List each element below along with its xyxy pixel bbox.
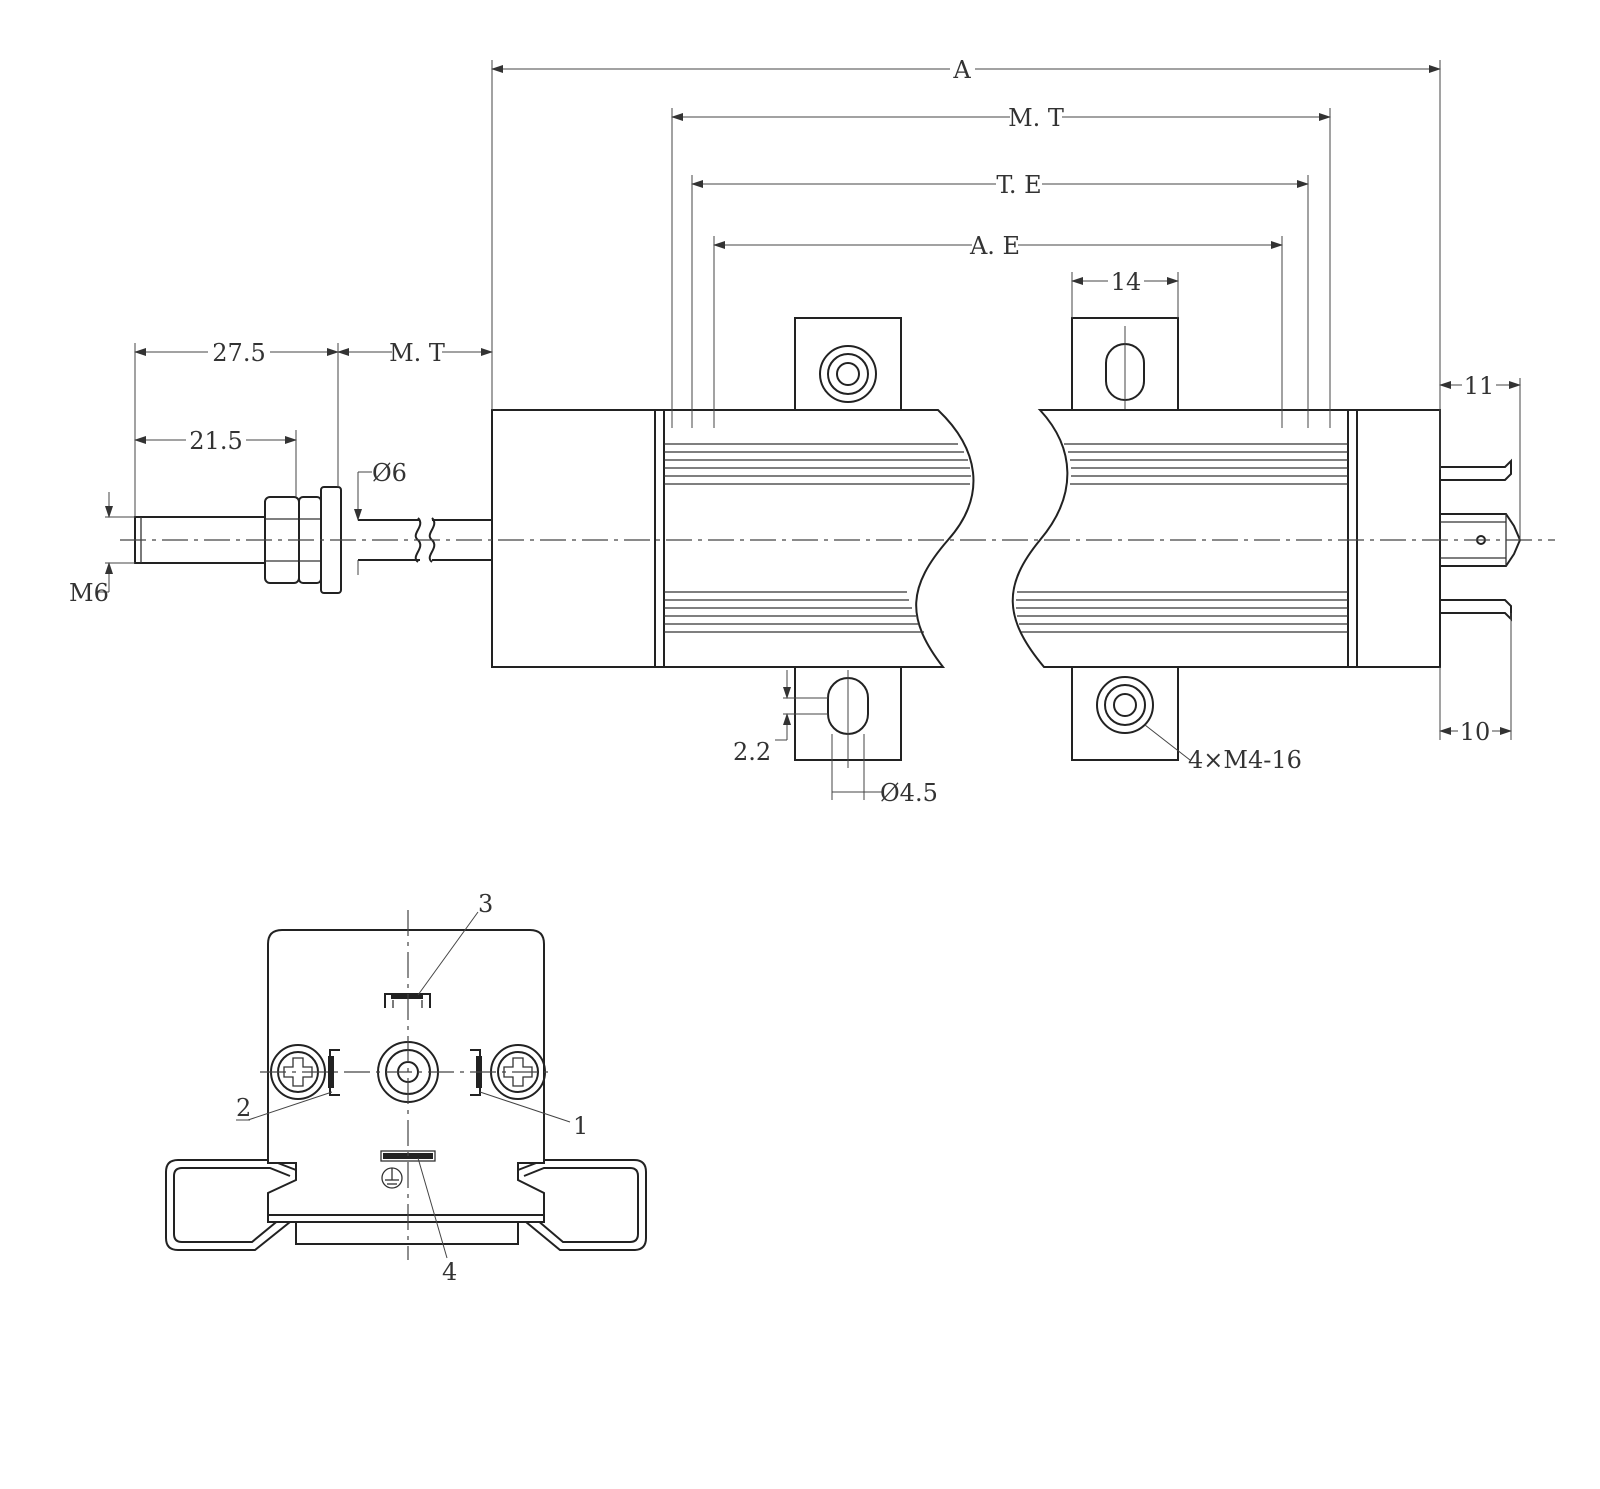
- dimension-21-5: 21.5: [134, 427, 297, 497]
- pin-2-label: 2: [236, 1094, 251, 1122]
- dimension-diameter-6: Ø6: [354, 459, 407, 575]
- dimension-ae-label: A. E: [969, 232, 1020, 260]
- dimension-14: 14: [1071, 268, 1179, 318]
- dimension-mt-left: M. T: [337, 339, 493, 367]
- dimension-27-5-label: 27.5: [212, 339, 265, 367]
- dimension-11: 11: [1439, 372, 1521, 540]
- connector-housing: [267, 929, 545, 1223]
- mount-bracket-top-left: [794, 317, 902, 411]
- dimension-mt-top-label: M. T: [1008, 104, 1064, 132]
- mount-bracket-top-right: [1071, 317, 1179, 418]
- dimension-diameter-4-5-label: Ø4.5: [880, 779, 938, 807]
- dimension-m6: M6: [69, 492, 135, 607]
- side-view: A M. T T. E A. E 14: [69, 56, 1555, 807]
- dimension-2-2: 2.2: [733, 670, 828, 766]
- sensor-body-right: [1011, 409, 1441, 668]
- dimension-mt-top: M. T: [671, 104, 1331, 428]
- ground-icon: [381, 1167, 403, 1189]
- pin-label-3: 3: [417, 890, 493, 996]
- pin-label-2: 2: [236, 1091, 333, 1122]
- pin-4-label: 4: [442, 1258, 457, 1286]
- pin-label-4: 4: [417, 1157, 457, 1286]
- dimension-diameter-6-label: Ø6: [372, 459, 407, 487]
- dimension-10: 10: [1439, 613, 1512, 746]
- spring-clip-left: [165, 1159, 297, 1251]
- push-rod: [358, 517, 492, 563]
- dimension-ae: A. E: [713, 232, 1283, 428]
- dimension-a: A: [491, 56, 1441, 470]
- dimension-a-label: A: [952, 56, 971, 84]
- dimension-mt-left-label: M. T: [389, 339, 445, 367]
- dimension-te-label: T. E: [996, 171, 1041, 199]
- dimension-m6-label: M6: [69, 579, 109, 607]
- bottom-rail: [295, 1221, 519, 1245]
- callout-screws-label: 4×M4-16: [1188, 746, 1302, 774]
- terminal-2: [328, 1049, 340, 1096]
- callout-screws: 4×M4-16: [1144, 724, 1302, 774]
- mount-bracket-bottom-left: [794, 664, 902, 768]
- spring-clip-right: [517, 1159, 647, 1251]
- dimension-2-2-label: 2.2: [733, 738, 771, 766]
- dimension-27-5: 27.5: [134, 339, 339, 517]
- end-view: 3 2 1 4: [165, 890, 647, 1286]
- dimension-11-label: 11: [1464, 372, 1495, 400]
- pin-1-label: 1: [573, 1112, 588, 1140]
- dimension-21-5-label: 21.5: [189, 427, 242, 455]
- dimension-diameter-4-5: Ø4.5: [831, 734, 938, 807]
- connector-pins: [1440, 458, 1522, 622]
- mount-bracket-bottom-right: [1071, 664, 1179, 761]
- dimension-10-label: 10: [1460, 718, 1491, 746]
- pin-3-label: 3: [478, 890, 493, 918]
- dimension-14-label: 14: [1111, 268, 1142, 296]
- dimension-te: T. E: [691, 171, 1309, 428]
- sensor-body-left: [491, 409, 975, 668]
- pin-label-1: 1: [479, 1091, 588, 1140]
